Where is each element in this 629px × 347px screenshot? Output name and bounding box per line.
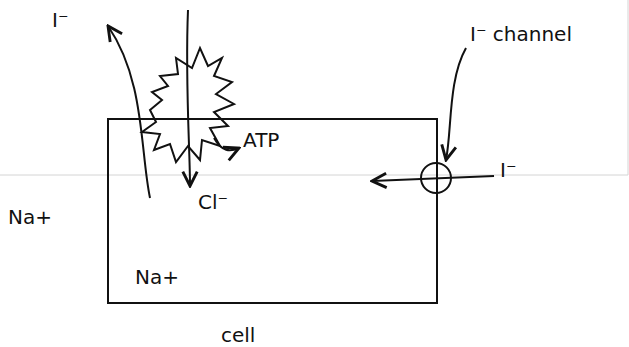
ion-label: Na+ (8, 205, 52, 229)
frame-line (0, 0, 628, 175)
ion-label: I⁻ (52, 8, 68, 32)
chloride-in-arrow (187, 10, 190, 186)
ion-label: I⁻ (500, 158, 516, 182)
ion-label: I⁻ channel (470, 22, 572, 46)
leader-line (446, 48, 466, 160)
ion-label: ATP (243, 128, 279, 152)
cell-label: cell (221, 323, 255, 347)
atp-arrow (214, 138, 239, 150)
iodide-in-arrow (372, 176, 494, 181)
ion-label: Na+ (135, 265, 179, 289)
ion-label: Cl⁻ (198, 190, 228, 214)
iodide-out-arrow (108, 26, 150, 198)
